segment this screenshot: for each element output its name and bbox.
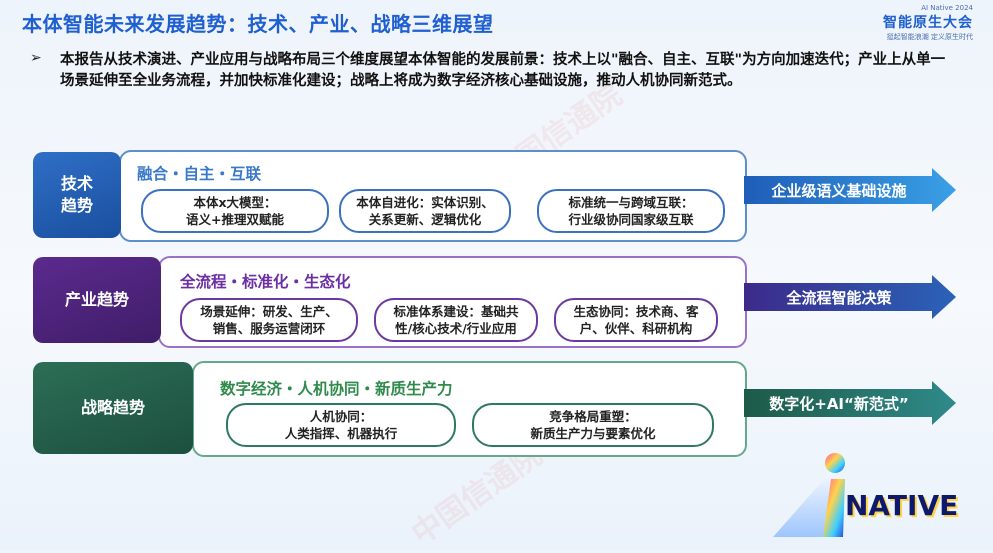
industry-pill-1: 场景延伸：研发、生产、 销售、服务运营闭环 (180, 298, 358, 342)
bullet-arrow-icon: ➢ (30, 50, 42, 66)
tech-trend-heading: 融合・自主・互联 (137, 165, 262, 183)
strategy-trend-panel: 数字经济・人机协同・新质生产力 人机协同： 人类指挥、机器执行 竞争格局重塑： … (192, 361, 747, 457)
native-brand-logo: NATIVE (773, 449, 983, 539)
strategy-pill-2: 竞争格局重塑： 新质生产力与要素优化 (472, 403, 714, 447)
strategy-outcome-arrow: 数字化+AI“新范式” (744, 381, 956, 425)
tech-pill-1: 本体x大模型： 语义+推理双赋能 (141, 189, 329, 233)
industry-trend-panel: 全流程・标准化・生态化 场景延伸：研发、生产、 销售、服务运营闭环 标准体系建设… (158, 256, 747, 348)
tech-trend-label: 技术 趋势 (33, 152, 121, 238)
native-word: NATIVE (845, 489, 959, 522)
industry-trend-label: 产业趋势 (33, 257, 161, 343)
intro-paragraph: 本报告从技术演进、产业应用与战略布局三个维度展望本体智能的发展前景：技术上以"融… (60, 52, 946, 89)
logo-small-bottom: 挺起智能浪潮 定义原生时代 (886, 33, 973, 41)
industry-outcome-arrow: 全流程智能决策 (744, 275, 956, 319)
strategy-trend-label: 战略趋势 (33, 362, 193, 454)
tech-outcome-text: 企业级语义基础设施 (771, 181, 907, 200)
industry-pill-3: 生态协同：技术商、客 户、伙伴、科研机构 (554, 298, 718, 342)
conference-logo: AI Native 2024 智能原生大会 挺起智能浪潮 定义原生时代 (883, 4, 973, 42)
logo-small-top: AI Native 2024 (921, 4, 973, 12)
tech-trend-panel: 融合・自主・互联 本体x大模型： 语义+推理双赋能 本体自进化：实体识别、 关系… (119, 150, 747, 242)
page-title: 本体智能未来发展趋势：技术、产业、战略三维展望 (22, 12, 494, 36)
native-i-icon (773, 453, 845, 537)
tech-pill-2: 本体自进化：实体识别、 关系更新、逻辑优化 (339, 189, 511, 233)
strategy-trend-heading: 数字经济・人机协同・新质生产力 (220, 380, 453, 398)
industry-pill-2: 标准体系建设：基础共 性/核心技术/行业应用 (374, 298, 538, 342)
tech-pill-3: 标准统一与跨域互联： 行业级协同国家级互联 (537, 189, 725, 233)
strategy-outcome-text: 数字化+AI“新范式” (769, 394, 909, 413)
industry-trend-heading: 全流程・标准化・生态化 (180, 273, 351, 291)
tech-outcome-arrow: 企业级语义基础设施 (744, 168, 956, 212)
strategy-pill-1: 人机协同： 人类指挥、机器执行 (226, 403, 456, 447)
industry-outcome-text: 全流程智能决策 (786, 288, 892, 307)
logo-main: 智能原生大会 (883, 15, 973, 31)
